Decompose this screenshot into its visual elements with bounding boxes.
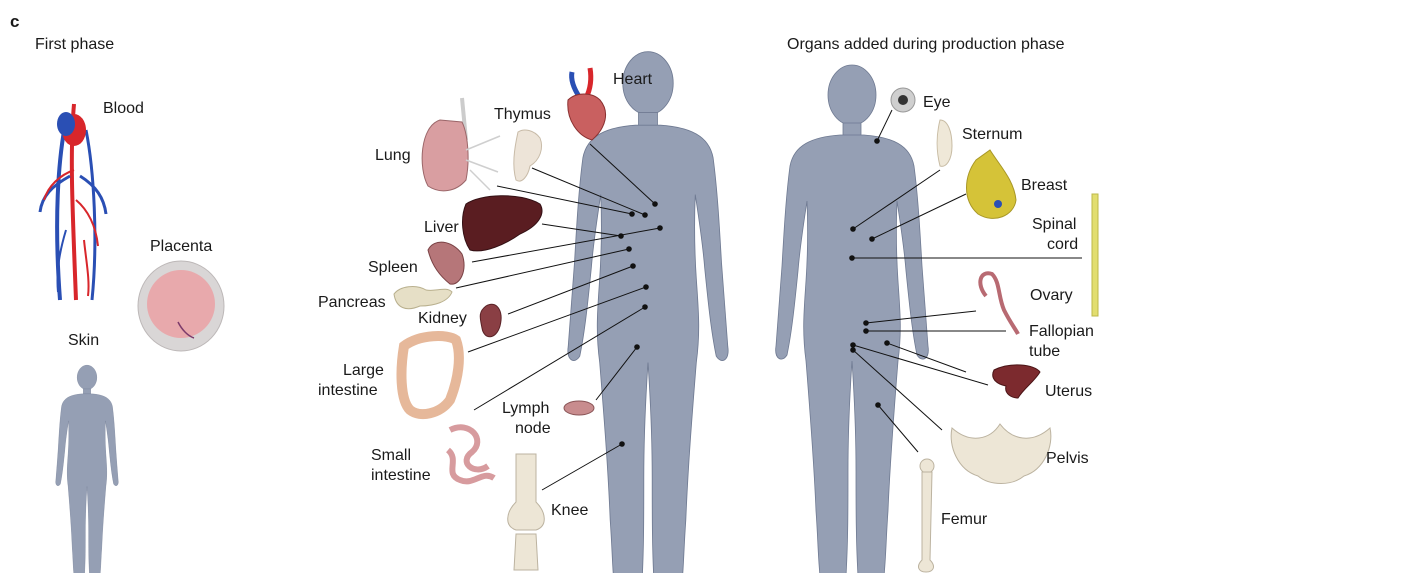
label-femur: Femur xyxy=(941,510,987,529)
label-large-intestine-line2: intestine xyxy=(318,381,378,400)
label-knee: Knee xyxy=(551,501,588,520)
label-skin: Skin xyxy=(68,331,99,350)
uterus-illustration xyxy=(993,365,1040,398)
label-blood: Blood xyxy=(103,99,144,118)
label-heart: Heart xyxy=(613,70,652,89)
lung-illustration xyxy=(422,98,500,191)
label-lung: Lung xyxy=(375,146,411,165)
spinal-cord-illustration xyxy=(1092,194,1098,316)
large-intestine-illustration xyxy=(402,336,459,414)
blood-vessels-illustration xyxy=(40,104,106,300)
label-breast: Breast xyxy=(1021,176,1067,195)
eye-illustration xyxy=(891,88,915,112)
label-lymph-node-line1: Lymph xyxy=(502,399,549,418)
label-fallopian-tube-line1: Fallopian xyxy=(1029,322,1094,341)
label-thymus: Thymus xyxy=(494,105,551,124)
label-spinal-cord-line1: Spinal xyxy=(1032,215,1076,234)
label-large-intestine-line1: Large xyxy=(343,361,384,380)
femur-illustration xyxy=(919,459,934,572)
label-sternum: Sternum xyxy=(962,125,1022,144)
kidney-illustration xyxy=(480,304,501,337)
label-ovary: Ovary xyxy=(1030,286,1073,305)
breast-illustration xyxy=(967,150,1017,218)
spleen-illustration xyxy=(428,242,464,284)
liver-illustration xyxy=(463,196,542,251)
label-spleen: Spleen xyxy=(368,258,418,277)
label-eye: Eye xyxy=(923,93,951,112)
pancreas-illustration xyxy=(394,287,452,309)
label-fallopian-tube-line2: tube xyxy=(1029,342,1060,361)
placenta-illustration xyxy=(138,261,224,351)
label-uterus: Uterus xyxy=(1045,382,1092,401)
ovary-illustration xyxy=(980,273,1018,334)
lymph-node-illustration xyxy=(564,401,594,415)
skin-body-silhouette xyxy=(56,365,119,573)
heart-illustration xyxy=(568,68,606,140)
label-lymph-node-line2: node xyxy=(515,419,551,438)
thymus-illustration xyxy=(514,130,542,181)
knee-illustration xyxy=(508,454,545,570)
label-liver: Liver xyxy=(424,218,459,237)
label-pelvis: Pelvis xyxy=(1046,449,1089,468)
label-spinal-cord-line2: cord xyxy=(1047,235,1078,254)
label-placenta: Placenta xyxy=(150,237,212,256)
label-small-intestine-line2: intestine xyxy=(371,466,431,485)
label-kidney: Kidney xyxy=(418,309,467,328)
label-small-intestine-line1: Small xyxy=(371,446,411,465)
pelvis-illustration xyxy=(951,424,1051,484)
small-intestine-illustration xyxy=(448,427,494,481)
label-pancreas: Pancreas xyxy=(318,293,386,312)
sternum-illustration xyxy=(937,120,952,166)
